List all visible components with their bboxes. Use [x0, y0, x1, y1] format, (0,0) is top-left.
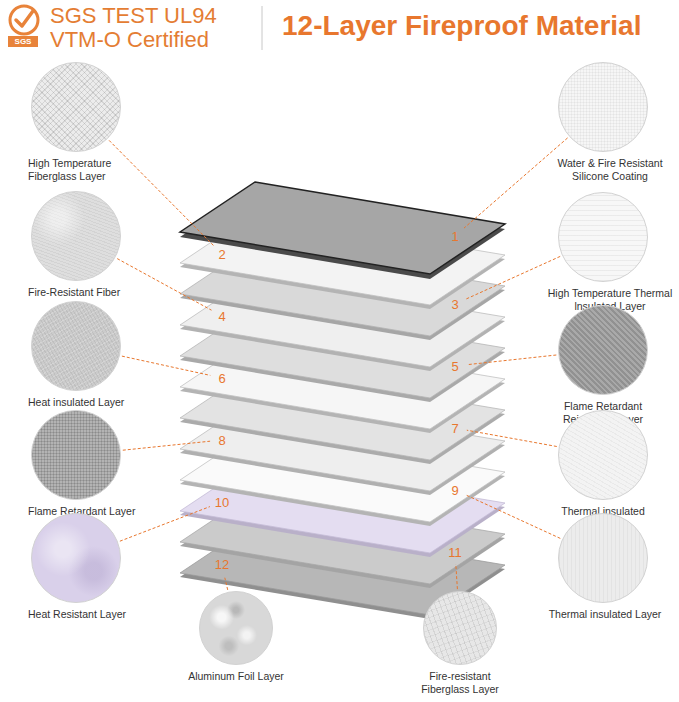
- callout-number: 9: [451, 483, 458, 498]
- swatch-caption: Thermal insulated Layer: [540, 608, 670, 621]
- texture-circle: [31, 191, 121, 281]
- texture-circle: [558, 410, 648, 500]
- texture-swatch-node: Thermal insulated Layer: [553, 410, 653, 530]
- texture-swatch-node: Fire-Resistant Fiber: [28, 191, 158, 299]
- texture-circle: [558, 192, 648, 282]
- swatch-caption: High Temperature Fiberglass Layer: [28, 157, 138, 182]
- texture-circle: [558, 513, 648, 603]
- callout-number: 10: [215, 495, 229, 510]
- logo-check: [16, 11, 33, 26]
- texture-circle: [558, 305, 648, 395]
- texture-circle: [31, 301, 121, 391]
- leader-line: [464, 138, 568, 228]
- header-divider: [262, 6, 263, 50]
- callout-number: 7: [451, 421, 458, 436]
- texture-swatch-node: Heat Resistant Layer: [28, 513, 158, 621]
- callout-number: 12: [215, 557, 229, 572]
- sheet-layer: [180, 182, 505, 274]
- leader-line: [123, 441, 210, 450]
- texture-swatch-node: Flame Retardant Reinforced Layer: [553, 305, 653, 425]
- swatch-caption: Heat Resistant Layer: [28, 608, 158, 621]
- texture-circle: [423, 591, 497, 665]
- leader-line: [467, 430, 557, 446]
- leader-line: [456, 564, 458, 589]
- leader-line: [466, 256, 560, 299]
- texture-swatch-node: Heat insulated Layer: [28, 301, 158, 409]
- callout-number: 4: [218, 309, 225, 324]
- texture-circle: [31, 62, 121, 152]
- texture-swatch-node: Thermal insulated Layer: [540, 513, 670, 621]
- texture-swatch-node: Water & Fire Resistant Silicone Coating: [545, 62, 675, 182]
- sheet-stack: [180, 182, 505, 619]
- swatch-caption: Fire-resistant Fiberglass Layer: [408, 670, 512, 695]
- title: 12-Layer Fireproof Material: [282, 9, 641, 43]
- swatch-caption: Heat insulated Layer: [28, 396, 158, 409]
- texture-swatch-node: Fire-resistant Fiberglass Layer: [408, 591, 512, 695]
- callout-number: 5: [451, 359, 458, 374]
- swatch-caption: Aluminum Foil Layer: [171, 670, 301, 683]
- leader-line: [109, 140, 213, 245]
- texture-swatch-node: High Temperature Thermal lnsulated Layer: [545, 192, 675, 312]
- logo-ribbon: [8, 36, 38, 47]
- callout-number: 6: [218, 371, 225, 386]
- texture-circle: [199, 591, 273, 665]
- leader-line: [466, 495, 560, 538]
- leader-line: [225, 578, 228, 590]
- texture-circle: [558, 62, 648, 152]
- texture-circle: [31, 410, 121, 500]
- leader-lines: [109, 138, 567, 590]
- texture-circle: [31, 513, 121, 603]
- callout-number: 1: [451, 229, 458, 244]
- certification-logo: [8, 6, 38, 47]
- texture-swatch-node: Aluminum Foil Layer: [171, 591, 301, 683]
- texture-swatch-node: High Temperature Fiberglass Layer: [28, 62, 138, 182]
- leader-line: [467, 355, 556, 365]
- callout-number: 11: [448, 545, 462, 560]
- swatch-caption: Water & Fire Resistant Silicone Coating: [545, 157, 675, 182]
- leader-line: [117, 259, 211, 311]
- swatch-caption: Fire-Resistant Fiber: [28, 286, 158, 299]
- leader-line: [122, 356, 210, 375]
- callout-number: 2: [218, 247, 225, 262]
- callout-number: 8: [218, 433, 225, 448]
- texture-swatch-node: Flame Retardant Layer: [28, 410, 158, 518]
- certification-text: SGS TEST UL94 VTM-O Certified: [50, 4, 230, 52]
- callout-number: 3: [451, 297, 458, 312]
- logo-text: SGS: [8, 37, 38, 47]
- logo-ring: [10, 6, 38, 34]
